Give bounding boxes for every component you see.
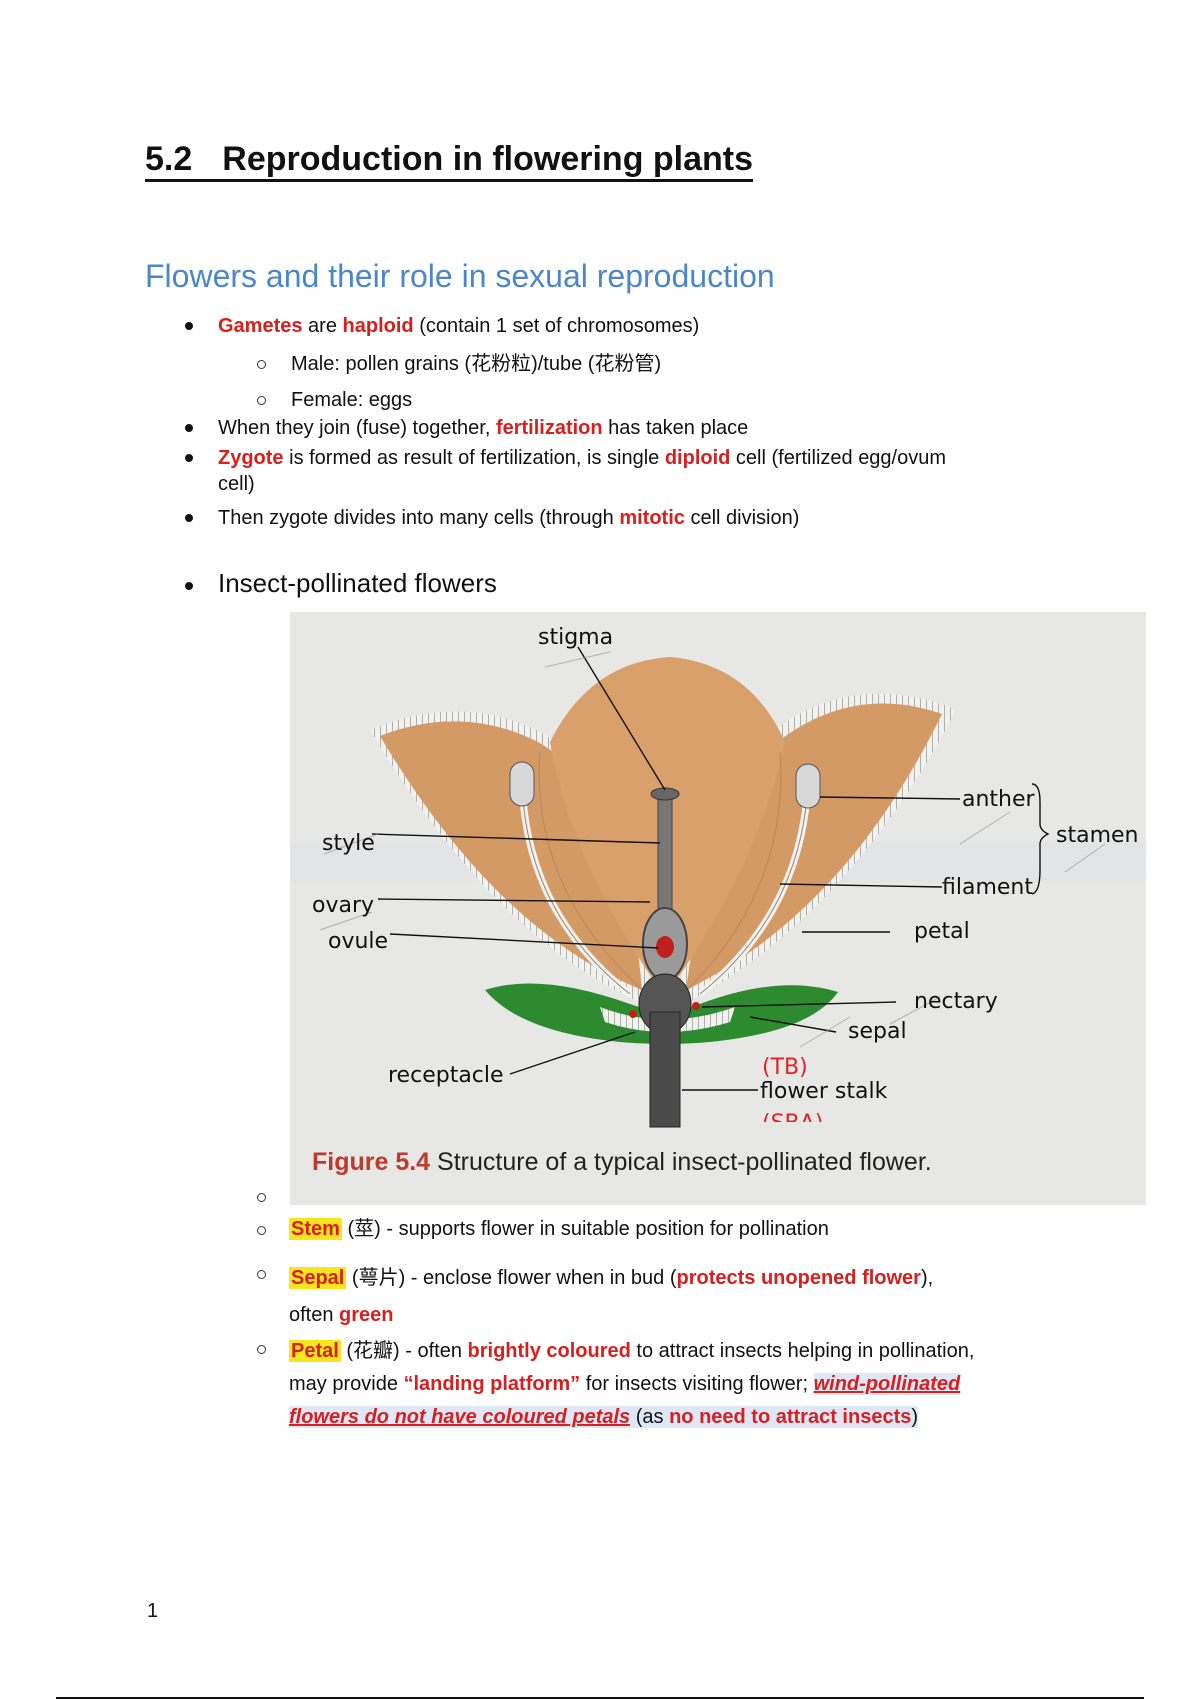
label-flower-stalk: flower stalk	[760, 1079, 888, 1104]
part-stem: Stem (莖) - supports flower in suitable p…	[289, 1218, 829, 1240]
label-receptacle: receptacle	[388, 1063, 504, 1088]
bullet-dot	[185, 454, 193, 462]
bullet-fertilization: When they join (fuse) together, fertiliz…	[218, 417, 749, 439]
petal-right	[686, 703, 942, 990]
label-sepal: sepal	[848, 1019, 907, 1044]
bullet-dot	[185, 424, 193, 432]
sub-bullet-circle	[257, 1345, 266, 1354]
style	[657, 794, 673, 916]
figure-caption: Figure 5.4 Structure of a typical insect…	[312, 1148, 932, 1176]
sub-bullet-male: Male: pollen grains (花粉粒)/tube (花粉管)	[291, 353, 662, 375]
label-stigma: stigma	[538, 625, 613, 650]
label-ovary: ovary	[312, 893, 374, 918]
label-ovule: ovule	[328, 929, 388, 954]
bullet-dot	[185, 514, 193, 522]
flower-diagram: stigma style ovary ovule anther stamen f…	[290, 612, 1146, 1205]
label-style: style	[322, 831, 375, 856]
note-tb: (TB)	[762, 1055, 808, 1080]
nectary-right	[692, 1002, 700, 1010]
section-heading: Flowers and their role in sexual reprodu…	[145, 258, 775, 294]
label-anther: anther	[962, 787, 1036, 812]
note-sba: (SBA)	[762, 1111, 823, 1136]
stigma-tip	[650, 787, 680, 801]
nectary-left	[629, 1010, 637, 1018]
label-petal: petal	[914, 919, 970, 944]
figure-caption-label: Figure 5.4	[312, 1148, 430, 1176]
label-filament: filament	[942, 875, 1033, 900]
sub-bullet-circle	[257, 1270, 266, 1279]
figure-caption-text: Structure of a typical insect-pollinated…	[430, 1148, 932, 1176]
sub-bullet-circle	[257, 1193, 266, 1202]
flower-figure: stigma style ovary ovule anther stamen f…	[290, 612, 1146, 1205]
sub-bullet-circle	[257, 1226, 266, 1235]
sub-bullet-circle	[257, 396, 266, 405]
label-nectary: nectary	[914, 989, 998, 1014]
page-number: 1	[147, 1600, 159, 1622]
bullet-dot	[185, 322, 193, 330]
flower-stalk	[649, 1011, 681, 1128]
bullet-dot	[185, 582, 193, 590]
label-stamen: stamen	[1056, 823, 1138, 848]
bullet-mitotic: Then zygote divides into many cells (thr…	[218, 507, 800, 529]
sub-bullet-circle	[257, 360, 266, 369]
bullet-zygote: Zygote is formed as result of fertilizat…	[218, 447, 947, 495]
ovule	[656, 936, 674, 958]
bullet-gametes: Gametes are haploid (contain 1 set of ch…	[218, 315, 700, 337]
anther-left	[509, 761, 535, 807]
footer-divider	[56, 1697, 1144, 1699]
anther-right	[795, 763, 821, 809]
sub-bullet-female: Female: eggs	[291, 389, 413, 411]
part-sepal: Sepal (萼片) - enclose flower when in bud …	[289, 1267, 934, 1326]
bullet-insect-pollinated: Insect-pollinated flowers	[218, 568, 497, 598]
part-petal: Petal (花瓣) - often brightly coloured to …	[289, 1340, 975, 1428]
